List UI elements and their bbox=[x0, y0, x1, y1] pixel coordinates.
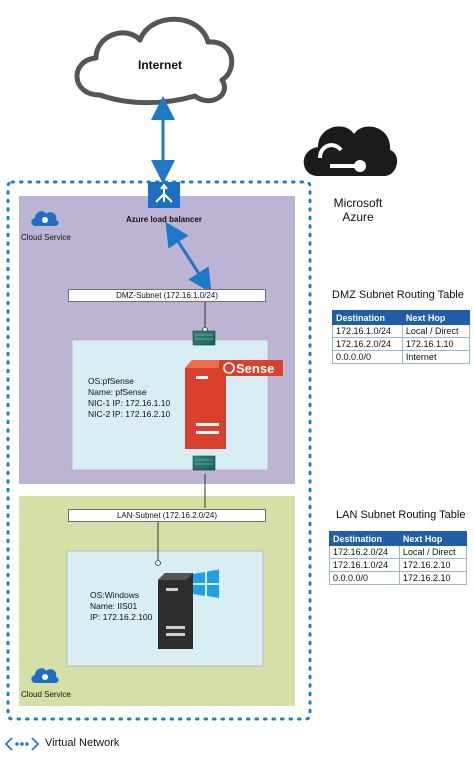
dmz-table-header-row: Destination Next Hop bbox=[332, 310, 471, 325]
pfsense-name: Name: pfSense bbox=[88, 387, 147, 397]
dmz-row-1-next-hop: Local / Direct bbox=[401, 324, 471, 338]
azure-cloud-icon bbox=[303, 126, 398, 176]
table-row: 0.0.0.0/0 Internet bbox=[332, 350, 471, 364]
windows-server-icon bbox=[158, 573, 193, 649]
lan-header-next-hop: Next Hop bbox=[398, 531, 468, 546]
virtual-network-legend-label: Virtual Network bbox=[45, 737, 120, 749]
dmz-header-next-hop: Next Hop bbox=[401, 310, 471, 325]
lan-row-3-destination: 0.0.0.0/0 bbox=[329, 571, 400, 585]
pfsense-host-info: OS:pfSense Name: pfSense NIC-1 IP: 172.1… bbox=[88, 376, 170, 420]
dmz-row-1-destination: 172.16.1.0/24 bbox=[332, 324, 403, 338]
azure-label-line2: Azure bbox=[342, 210, 374, 224]
dmz-table-title: DMZ Subnet Routing Table bbox=[332, 289, 464, 301]
windows-host-info: OS:Windows Name: IIS01 IP: 172.16.2.100 bbox=[90, 590, 152, 623]
table-row: 0.0.0.0/0 172.16.2.10 bbox=[329, 571, 468, 585]
windows-logo-icon bbox=[193, 569, 219, 598]
dmz-routing-table: Destination Next Hop 172.16.1.0/24 Local… bbox=[332, 310, 471, 364]
lan-table-header-row: Destination Next Hop bbox=[329, 531, 468, 546]
cloud-service-label-top: Cloud Service bbox=[21, 233, 71, 242]
firewall-appliance-icon bbox=[185, 360, 226, 449]
cloud-service-icon-bottom bbox=[31, 668, 59, 683]
dmz-row-3-destination: 0.0.0.0/0 bbox=[332, 350, 403, 364]
windows-host-port bbox=[155, 560, 161, 566]
pfsense-nic1: NIC-1 IP: 172.16.1.10 bbox=[88, 398, 171, 408]
virtual-network-icon bbox=[4, 737, 40, 751]
pfsense-logo-text: Sense bbox=[236, 361, 274, 376]
windows-os: OS:Windows bbox=[90, 590, 140, 600]
cloud-service-label-bottom: Cloud Service bbox=[21, 690, 71, 699]
dmz-header-destination: Destination bbox=[332, 310, 403, 325]
azure-label: Microsoft Azure bbox=[318, 196, 398, 224]
table-row: 172.16.1.0/24 172.16.2.10 bbox=[329, 558, 468, 572]
azure-label-line1: Microsoft bbox=[333, 196, 383, 210]
windows-ip: IP: 172.16.2.100 bbox=[90, 612, 153, 622]
table-row: 172.16.2.0/24 172.16.1.10 bbox=[332, 337, 471, 351]
lan-row-1-next-hop: Local / Direct bbox=[398, 545, 468, 559]
windows-name: Name: IIS01 bbox=[90, 601, 138, 611]
dmz-row-3-next-hop: Internet bbox=[401, 350, 471, 364]
lan-routing-table: Destination Next Hop 172.16.2.0/24 Local… bbox=[329, 531, 468, 585]
pfsense-os: OS:pfSense bbox=[88, 376, 134, 386]
dmz-row-2-destination: 172.16.2.0/24 bbox=[332, 337, 403, 351]
pfsense-nic2: NIC-2 IP: 172.16.2.10 bbox=[88, 409, 171, 419]
internet-cloud-icon bbox=[74, 16, 235, 106]
table-row: 172.16.1.0/24 Local / Direct bbox=[332, 324, 471, 338]
lan-nic-card-icon bbox=[192, 455, 216, 471]
lan-table-title: LAN Subnet Routing Table bbox=[336, 509, 466, 521]
dmz-row-2-next-hop: 172.16.1.10 bbox=[401, 337, 471, 351]
pfsense-logo: Sense bbox=[219, 360, 283, 376]
load-balancer-label: Azure load balancer bbox=[126, 215, 203, 224]
lan-header-destination: Destination bbox=[329, 531, 400, 546]
dmz-subnet-bar: DMZ-Subnet (172.16.1.0/24) bbox=[68, 289, 266, 302]
internet-label: Internet bbox=[137, 58, 182, 72]
load-balancer-icon bbox=[148, 182, 180, 208]
dmz-nic-card-icon bbox=[192, 330, 216, 346]
cloud-service-icon-top bbox=[31, 211, 59, 226]
table-row: 172.16.2.0/24 Local / Direct bbox=[329, 545, 468, 559]
lb-dmz-arrow bbox=[165, 221, 212, 294]
lan-row-1-destination: 172.16.2.0/24 bbox=[329, 545, 400, 559]
lan-row-2-next-hop: 172.16.2.10 bbox=[398, 558, 468, 572]
lan-row-2-destination: 172.16.1.0/24 bbox=[329, 558, 400, 572]
lan-row-3-next-hop: 172.16.2.10 bbox=[398, 571, 468, 585]
lan-subnet-bar: LAN-Subnet (172.16.2.0/24) bbox=[68, 509, 266, 522]
